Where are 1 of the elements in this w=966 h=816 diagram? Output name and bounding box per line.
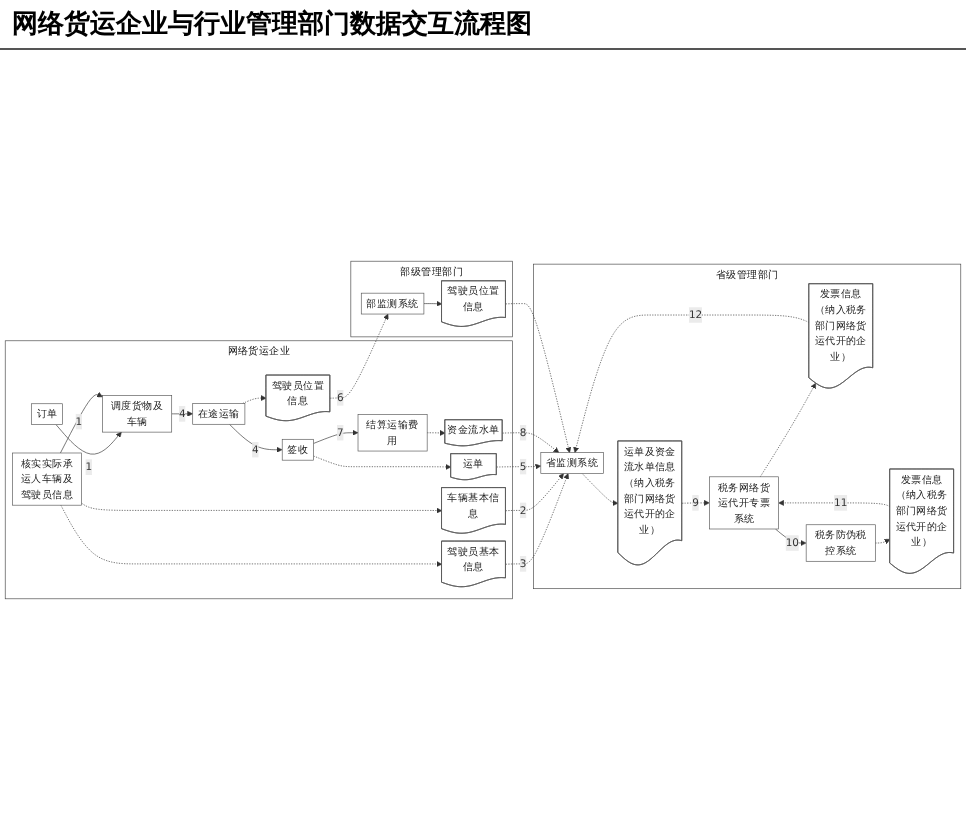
diagram-title: 网络货运企业与行业管理部门数据交互流程图 — [0, 0, 966, 50]
